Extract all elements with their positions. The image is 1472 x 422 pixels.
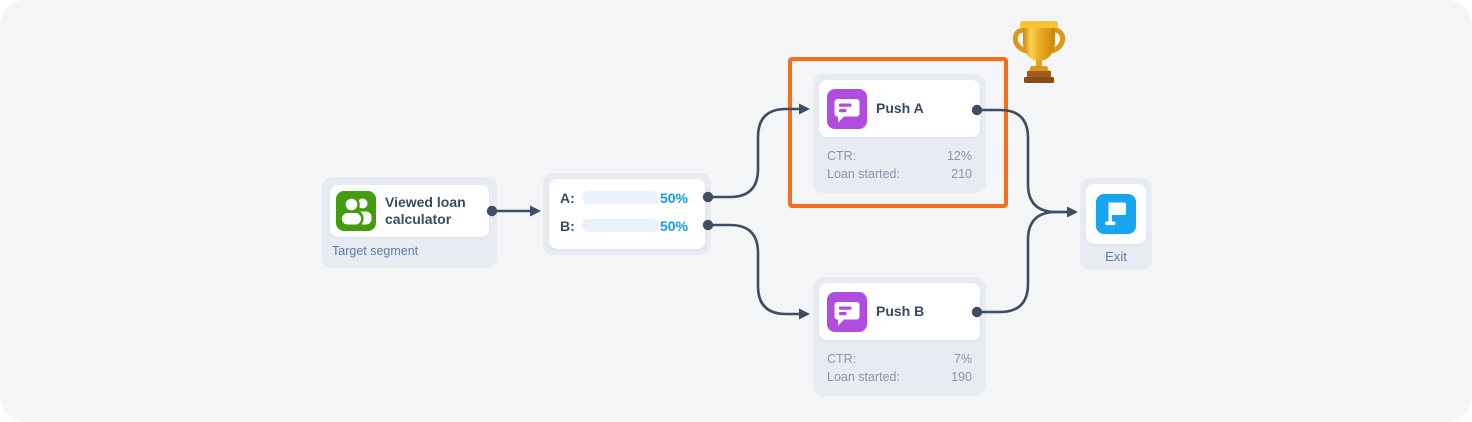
stat-label: Loan started: xyxy=(827,167,900,181)
node-push-b[interactable]: Push B CTR: 7% Loan started: 190 xyxy=(813,277,986,396)
flag-icon xyxy=(1096,194,1136,234)
split-row-b: B: 50% xyxy=(560,214,688,237)
split-bar-a xyxy=(582,191,659,204)
arrowhead-into-push-b xyxy=(799,308,810,320)
push-b-card[interactable]: Push B xyxy=(819,283,980,340)
stat-row: Loan started: 210 xyxy=(827,165,972,183)
segment-subtitle: Target segment xyxy=(332,244,419,258)
push-message-icon xyxy=(827,88,867,129)
split-pct-b: 50% xyxy=(659,217,688,234)
connection-push-a-exit xyxy=(975,108,1069,214)
push-b-title: Push B xyxy=(876,302,925,319)
connection-push-b-exit xyxy=(975,210,1069,314)
segment-card[interactable]: Viewed loan calculator xyxy=(330,185,489,237)
stat-value: 190 xyxy=(951,370,972,384)
node-push-a[interactable]: Push A CTR: 12% Loan started: 210 xyxy=(813,74,986,193)
stat-value: 210 xyxy=(951,167,972,181)
node-target-segment[interactable]: Viewed loan calculator Target segment xyxy=(322,177,497,268)
stat-row: CTR: 7% xyxy=(827,350,972,368)
split-label-b: B: xyxy=(560,217,575,234)
split-bar-b xyxy=(582,219,659,232)
stat-label: CTR: xyxy=(827,352,857,366)
exit-card[interactable] xyxy=(1086,184,1146,244)
stat-label: CTR: xyxy=(827,149,857,163)
push-a-title: Push A xyxy=(876,99,924,116)
users-icon xyxy=(336,191,376,231)
push-b-stats: CTR: 7% Loan started: 190 xyxy=(819,340,980,386)
arrowhead-into-split xyxy=(530,205,541,217)
split-pct-a: 50% xyxy=(659,189,688,206)
node-exit[interactable]: Exit xyxy=(1080,178,1152,270)
push-a-card[interactable]: Push A xyxy=(819,80,980,137)
node-ab-split[interactable]: A: 50% B: 50% xyxy=(543,173,711,255)
exit-label: Exit xyxy=(1105,249,1127,264)
split-label-a: A: xyxy=(560,189,575,206)
arrowhead-into-push-a xyxy=(799,103,810,115)
stat-row: Loan started: 190 xyxy=(827,368,972,386)
connection-split-push-b xyxy=(706,223,801,316)
split-row-a: A: 50% xyxy=(560,186,688,209)
push-a-stats: CTR: 12% Loan started: 210 xyxy=(819,137,980,183)
stat-value: 12% xyxy=(946,149,972,163)
trophy-icon xyxy=(1012,21,1066,83)
stat-row: CTR: 12% xyxy=(827,147,972,165)
arrowhead-into-exit xyxy=(1067,206,1078,218)
push-message-icon xyxy=(827,291,867,332)
stat-label: Loan started: xyxy=(827,370,900,384)
split-card[interactable]: A: 50% B: 50% xyxy=(549,179,705,249)
segment-title: Viewed loan calculator xyxy=(385,193,466,227)
connection-split-push-a xyxy=(706,107,801,199)
stat-value: 7% xyxy=(953,352,972,366)
